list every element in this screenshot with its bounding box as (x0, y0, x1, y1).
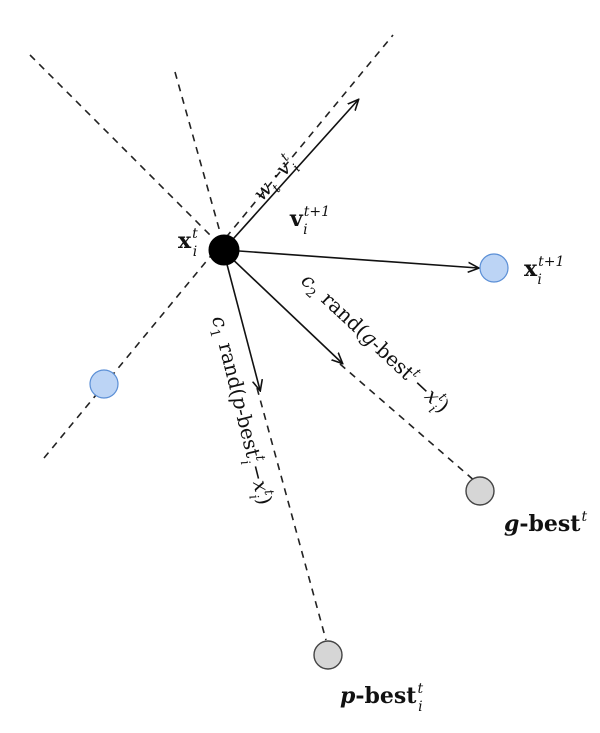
inertia-arrow (224, 100, 358, 249)
social-arrow (224, 251, 342, 363)
dashed-line-to-g-best (339, 363, 477, 483)
cognitive-arrow (223, 252, 260, 390)
g-best-label: g-bestt (504, 509, 587, 537)
dashed-line-steep (174, 71, 221, 233)
p-best-particle (313, 640, 343, 670)
other-particle (89, 369, 119, 399)
cognitive-term-label: c1rand(p-bestti−xti) (201, 313, 278, 508)
social-term-label: c2rand(g-bestt−xti) (292, 267, 455, 422)
dashed-line-to-p-best (256, 387, 327, 641)
inertia-label: wt·vti (247, 150, 305, 209)
g-best-particle (465, 476, 495, 506)
velocity-arrow (224, 249, 478, 268)
dashed-line-long-diagonal (29, 54, 216, 241)
next-particle (479, 253, 509, 283)
current-particle (208, 234, 240, 266)
